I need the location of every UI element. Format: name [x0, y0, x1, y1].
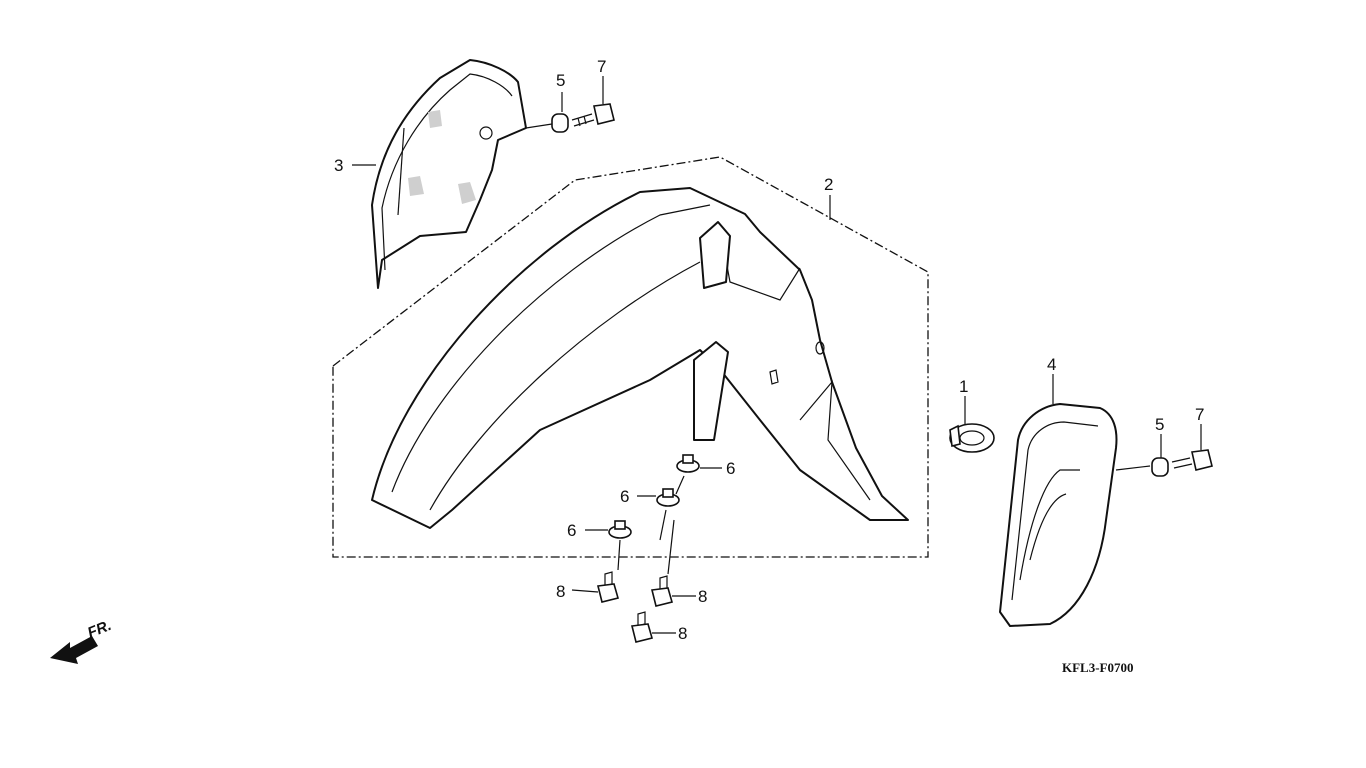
front-arrow-icon — [50, 636, 98, 664]
callout-7b: 7 — [1195, 405, 1204, 424]
callout-5a: 5 — [556, 71, 565, 90]
leader-8a — [571, 589, 599, 593]
callout-6c: 6 — [567, 521, 576, 540]
callout-6a: 6 — [726, 459, 735, 478]
callout-4: 4 — [1047, 355, 1056, 374]
hardware-right — [1115, 449, 1213, 477]
part-2-front-fender — [371, 187, 909, 529]
front-direction-label: FR. — [85, 617, 114, 642]
front-direction-indicator: FR. — [50, 617, 114, 664]
part-1-grommet — [949, 423, 995, 453]
callout-8c: 8 — [678, 624, 687, 643]
part-3-upper-cover — [371, 59, 527, 289]
callout-7a: 7 — [597, 57, 606, 76]
assembly-boundary — [332, 156, 929, 558]
callout-5b: 5 — [1155, 415, 1164, 434]
callout-2: 2 — [824, 175, 833, 194]
callout-8a: 8 — [556, 582, 565, 601]
callout-8b: 8 — [698, 587, 707, 606]
part-4-side-cover — [999, 403, 1118, 627]
hardware-lower — [597, 454, 700, 643]
diagram-code: KFL3-F0700 — [1062, 660, 1134, 675]
callout-1: 1 — [959, 377, 968, 396]
hardware-upper — [525, 103, 615, 133]
callout-3: 3 — [334, 156, 343, 175]
callout-6b: 6 — [620, 487, 629, 506]
